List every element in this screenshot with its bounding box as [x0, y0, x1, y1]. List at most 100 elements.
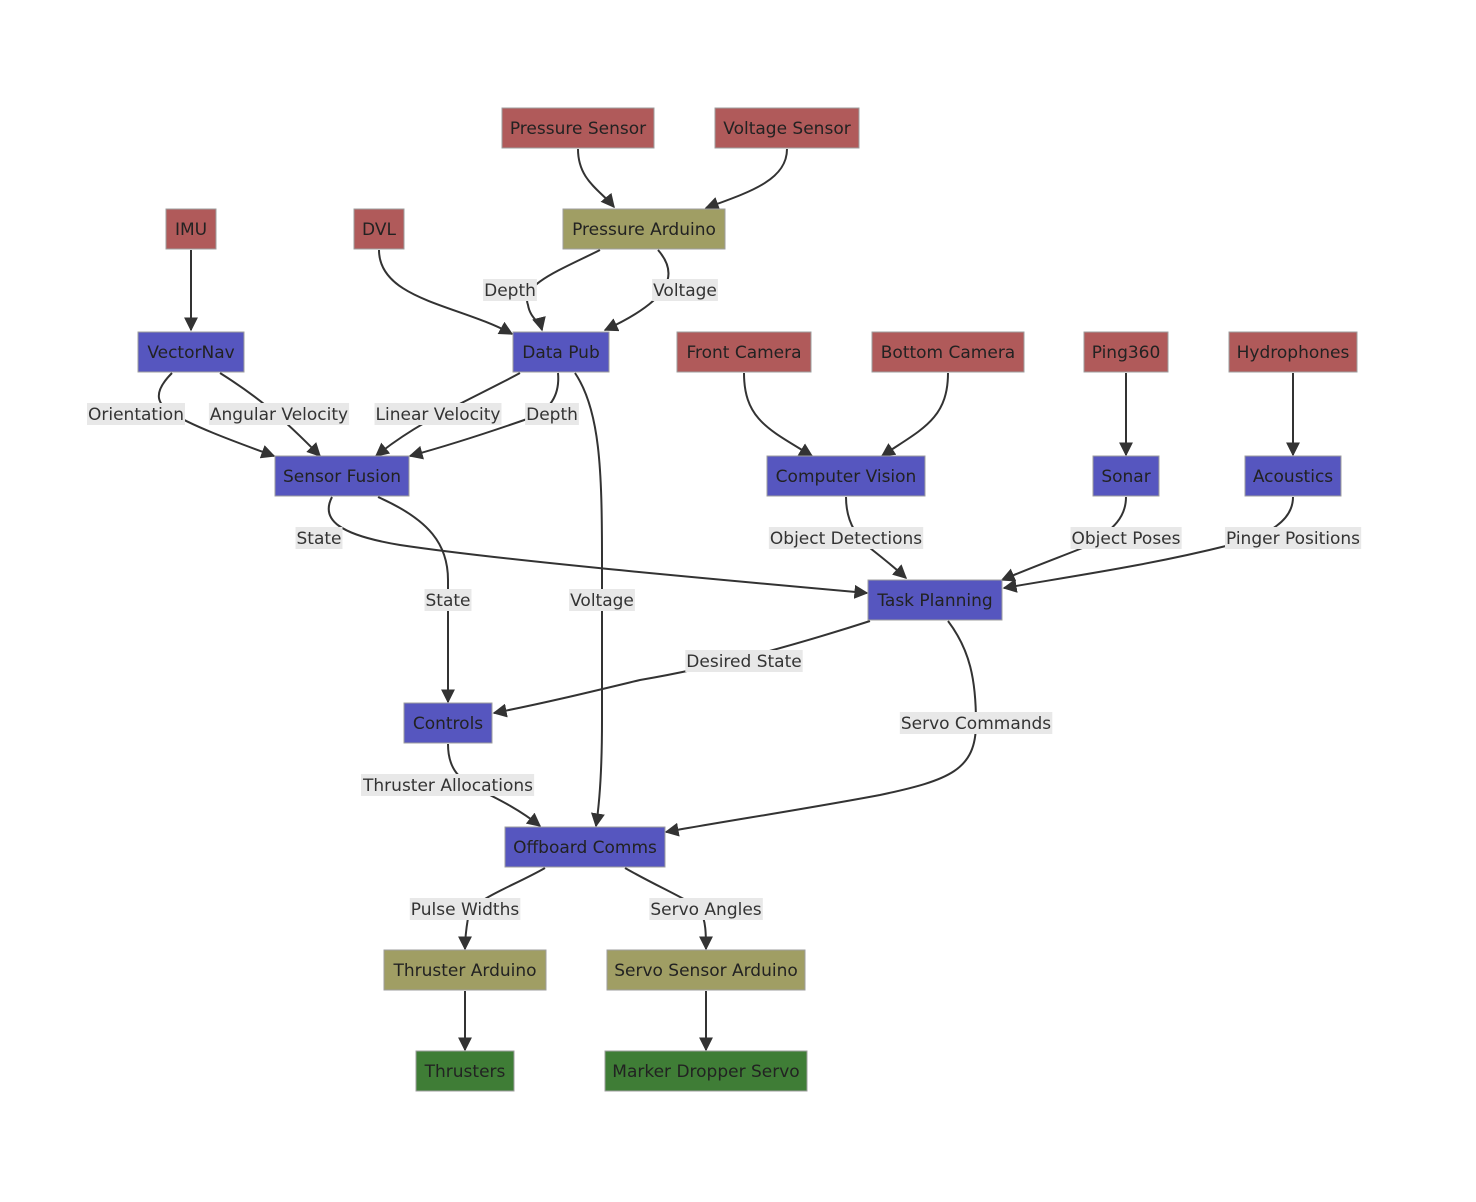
edge-label-text: State — [426, 591, 471, 611]
edge-label-background — [483, 279, 537, 301]
node-box — [714, 107, 860, 149]
node-label: Data Pub — [522, 343, 600, 363]
edge-label-background — [652, 279, 718, 301]
node-marker-dropper-servo: Marker Dropper Servo — [604, 1050, 808, 1092]
node-box — [415, 1050, 515, 1092]
node-pressure-arduino: Pressure Arduino — [562, 208, 726, 250]
node-box — [383, 949, 547, 991]
node-box — [501, 107, 655, 149]
edge-label-background — [525, 403, 579, 425]
node-label: Voltage Sensor — [723, 119, 850, 139]
node-sensor-fusion: Sensor Fusion — [274, 455, 410, 497]
node-label: Offboard Comms — [513, 838, 657, 858]
edge-label-background — [1070, 527, 1182, 549]
node-offboard-comms: Offboard Comms — [504, 826, 666, 868]
edge-label-pulse-widths: Pulse Widths — [409, 898, 521, 920]
node-sonar: Sonar — [1092, 455, 1160, 497]
node-box — [1083, 331, 1169, 373]
node-box — [766, 455, 926, 497]
node-label: Thrusters — [424, 1062, 506, 1082]
edge-label-object-poses: Object Poses — [1070, 527, 1182, 549]
edge-front-camera-to-computer-vision — [743, 372, 814, 457]
node-box — [1228, 331, 1358, 373]
node-label: Computer Vision — [776, 467, 917, 487]
edge-label-pinger-positions: Pinger Positions — [1224, 527, 1362, 549]
edge-pressure-arduino-to-data-pub — [525, 249, 601, 332]
node-label: VectorNav — [147, 343, 234, 363]
edge-label-state: State — [424, 589, 472, 611]
edge-label-background — [295, 527, 343, 549]
edge-label-text: Orientation — [88, 405, 184, 425]
edge-label-text: Angular Velocity — [210, 405, 348, 425]
edge-label-depth: Depth — [525, 403, 579, 425]
edge-sensor-fusion-to-controls — [377, 496, 455, 704]
edge-label-orientation: Orientation — [87, 403, 185, 425]
node-box — [274, 455, 410, 497]
edge-label-voltage: Voltage — [652, 279, 718, 301]
edge-label-text: Pulse Widths — [411, 900, 520, 920]
edge-label-angular-velocity: Angular Velocity — [208, 403, 350, 425]
edge-sensor-fusion-to-task-planning — [327, 496, 869, 599]
node-box — [504, 826, 666, 868]
node-task-planning: Task Planning — [867, 579, 1003, 621]
edge-dvl-to-data-pub — [378, 249, 514, 335]
edge-data-pub-to-sensor-fusion — [408, 372, 560, 460]
node-box — [512, 331, 610, 373]
edge-label-text: Depth — [484, 281, 536, 301]
edge-label-state: State — [295, 527, 343, 549]
node-box — [871, 331, 1025, 373]
edge-label-background — [361, 774, 535, 796]
node-pressure-sensor: Pressure Sensor — [501, 107, 655, 149]
node-acoustics: Acoustics — [1244, 455, 1342, 497]
node-computer-vision: Computer Vision — [766, 455, 926, 497]
edge-task-planning-to-offboard-comms — [664, 620, 978, 837]
edge-bottom-camera-to-computer-vision — [880, 372, 949, 457]
node-label: Thruster Arduino — [392, 961, 536, 981]
edge-label-background — [87, 403, 185, 425]
edge-label-background — [569, 589, 635, 611]
edge-label-text: Depth — [526, 405, 578, 425]
edge-label-text: Desired State — [686, 652, 801, 672]
node-box — [604, 1050, 808, 1092]
node-hydrophones: Hydrophones — [1228, 331, 1358, 373]
edge-label-thruster-allocations: Thruster Allocations — [361, 774, 535, 796]
node-label: Task Planning — [876, 591, 992, 611]
node-label: IMU — [175, 220, 207, 240]
edge-acoustics-to-task-planning — [1002, 496, 1294, 593]
node-label: Front Camera — [686, 343, 801, 363]
node-box — [606, 949, 806, 991]
node-box — [676, 331, 812, 373]
node-box — [403, 702, 493, 744]
node-bottom-camera: Bottom Camera — [871, 331, 1025, 373]
node-label: DVL — [362, 220, 396, 240]
node-data-pub: Data Pub — [512, 331, 610, 373]
edge-task-planning-to-controls — [492, 620, 871, 718]
node-thrusters: Thrusters — [415, 1050, 515, 1092]
edge-label-text: Voltage — [570, 591, 634, 611]
edge-label-text: Object Detections — [770, 529, 922, 549]
edge-label-background — [208, 403, 350, 425]
edge-label-voltage: Voltage — [569, 589, 635, 611]
node-controls: Controls — [403, 702, 493, 744]
node-front-camera: Front Camera — [676, 331, 812, 373]
node-label: Controls — [413, 714, 483, 734]
edge-pressure-sensor-to-pressure-arduino — [577, 148, 615, 209]
node-box — [137, 331, 245, 373]
edge-label-text: Object Poses — [1072, 529, 1181, 549]
edge-label-desired-state: Desired State — [685, 650, 803, 672]
node-label: Marker Dropper Servo — [612, 1062, 799, 1082]
edge-label-linear-velocity: Linear Velocity — [374, 403, 502, 425]
node-servo-sensor-arduino: Servo Sensor Arduino — [606, 949, 806, 991]
node-label: Pressure Sensor — [510, 119, 646, 139]
edge-label-background — [424, 589, 472, 611]
edge-label-text: Servo Angles — [650, 900, 761, 920]
edge-label-background — [685, 650, 803, 672]
node-label: Sensor Fusion — [283, 467, 401, 487]
edge-label-background — [409, 898, 521, 920]
edge-label-depth: Depth — [483, 279, 537, 301]
edge-label-text: Voltage — [653, 281, 717, 301]
edge-label-background — [1224, 527, 1362, 549]
edge-label-text: Linear Velocity — [376, 405, 501, 425]
